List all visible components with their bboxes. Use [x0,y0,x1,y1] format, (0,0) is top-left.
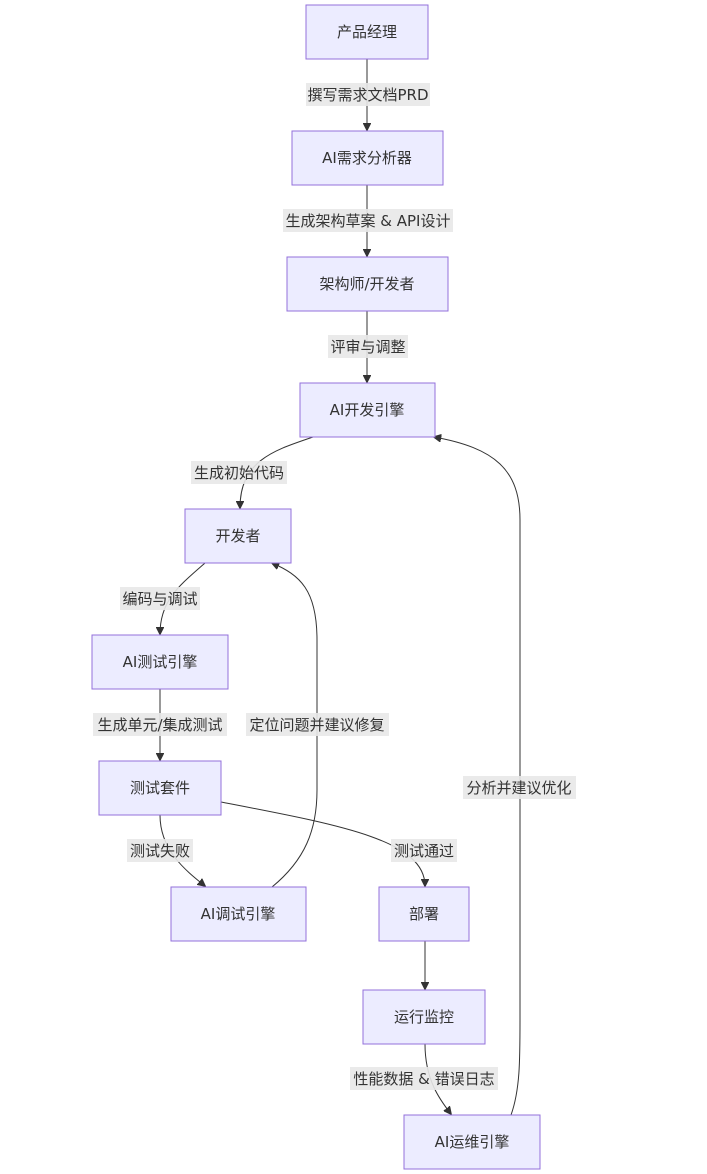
node-ai-dev-engine: AI开发引擎 [299,382,436,438]
label-analyze-optimize-text: 分析并建议优化 [466,779,571,797]
node-product-manager-label: 产品经理 [337,23,397,41]
node-ai-requirement-analyzer-label: AI需求分析器 [322,149,412,167]
edge-test-suite-to-deploy [220,801,425,886]
node-deploy: 部署 [378,886,470,942]
label-test-pass: 测试通过 [391,839,457,862]
label-code-debug-text: 编码与调试 [122,590,197,608]
label-code-debug: 编码与调试 [120,587,200,610]
node-ai-ops-engine-label: AI运维引擎 [435,1133,510,1151]
node-architect-developer: 架构师/开发者 [286,256,449,312]
label-test-fail: 测试失败 [127,839,193,862]
label-gen-tests: 生成单元/集成测试 [93,713,227,736]
edge-dev-engine-to-developer [240,436,314,508]
label-test-pass-text: 测试通过 [394,842,454,860]
node-deploy-label: 部署 [409,905,439,923]
label-write-prd: 撰写需求文档PRD [306,83,430,106]
label-gen-arch-api: 生成架构草案 & API设计 [283,209,453,232]
node-ai-debug-engine: AI调试引擎 [170,886,307,942]
node-ai-test-engine-label: AI测试引擎 [123,653,198,671]
edge-ops-engine-to-dev-engine [434,437,521,1116]
label-review-adjust: 评审与调整 [328,335,408,358]
node-monitoring-label: 运行监控 [394,1008,454,1026]
node-architect-developer-label: 架构师/开发者 [319,275,414,293]
label-gen-tests-text: 生成单元/集成测试 [97,716,222,734]
label-gen-initial-code: 生成初始代码 [191,461,287,484]
node-test-suite: 测试套件 [98,760,222,816]
label-locate-fix: 定位问题并建议修复 [246,713,389,736]
node-ai-dev-engine-label: AI开发引擎 [330,401,405,419]
node-developer: 开发者 [184,508,292,564]
label-gen-arch-api-text: 生成架构草案 & API设计 [286,212,451,230]
label-analyze-optimize: 分析并建议优化 [463,776,576,799]
label-gen-initial-code-text: 生成初始代码 [194,464,284,482]
node-product-manager: 产品经理 [305,4,429,60]
node-developer-label: 开发者 [215,527,260,545]
label-locate-fix-text: 定位问题并建议修复 [249,716,384,734]
node-test-suite-label: 测试套件 [130,779,190,797]
label-perf-logs-text: 性能数据 & 错误日志 [353,1070,494,1088]
label-test-fail-text: 测试失败 [130,842,190,860]
node-ai-debug-engine-label: AI调试引擎 [201,905,276,923]
label-write-prd-text: 撰写需求文档PRD [307,86,428,104]
node-ai-test-engine: AI测试引擎 [91,634,229,690]
node-ai-requirement-analyzer: AI需求分析器 [291,130,444,186]
label-review-adjust-text: 评审与调整 [330,338,405,356]
node-monitoring: 运行监控 [362,989,486,1045]
label-perf-logs: 性能数据 & 错误日志 [350,1067,498,1090]
node-ai-ops-engine: AI运维引擎 [403,1114,541,1170]
